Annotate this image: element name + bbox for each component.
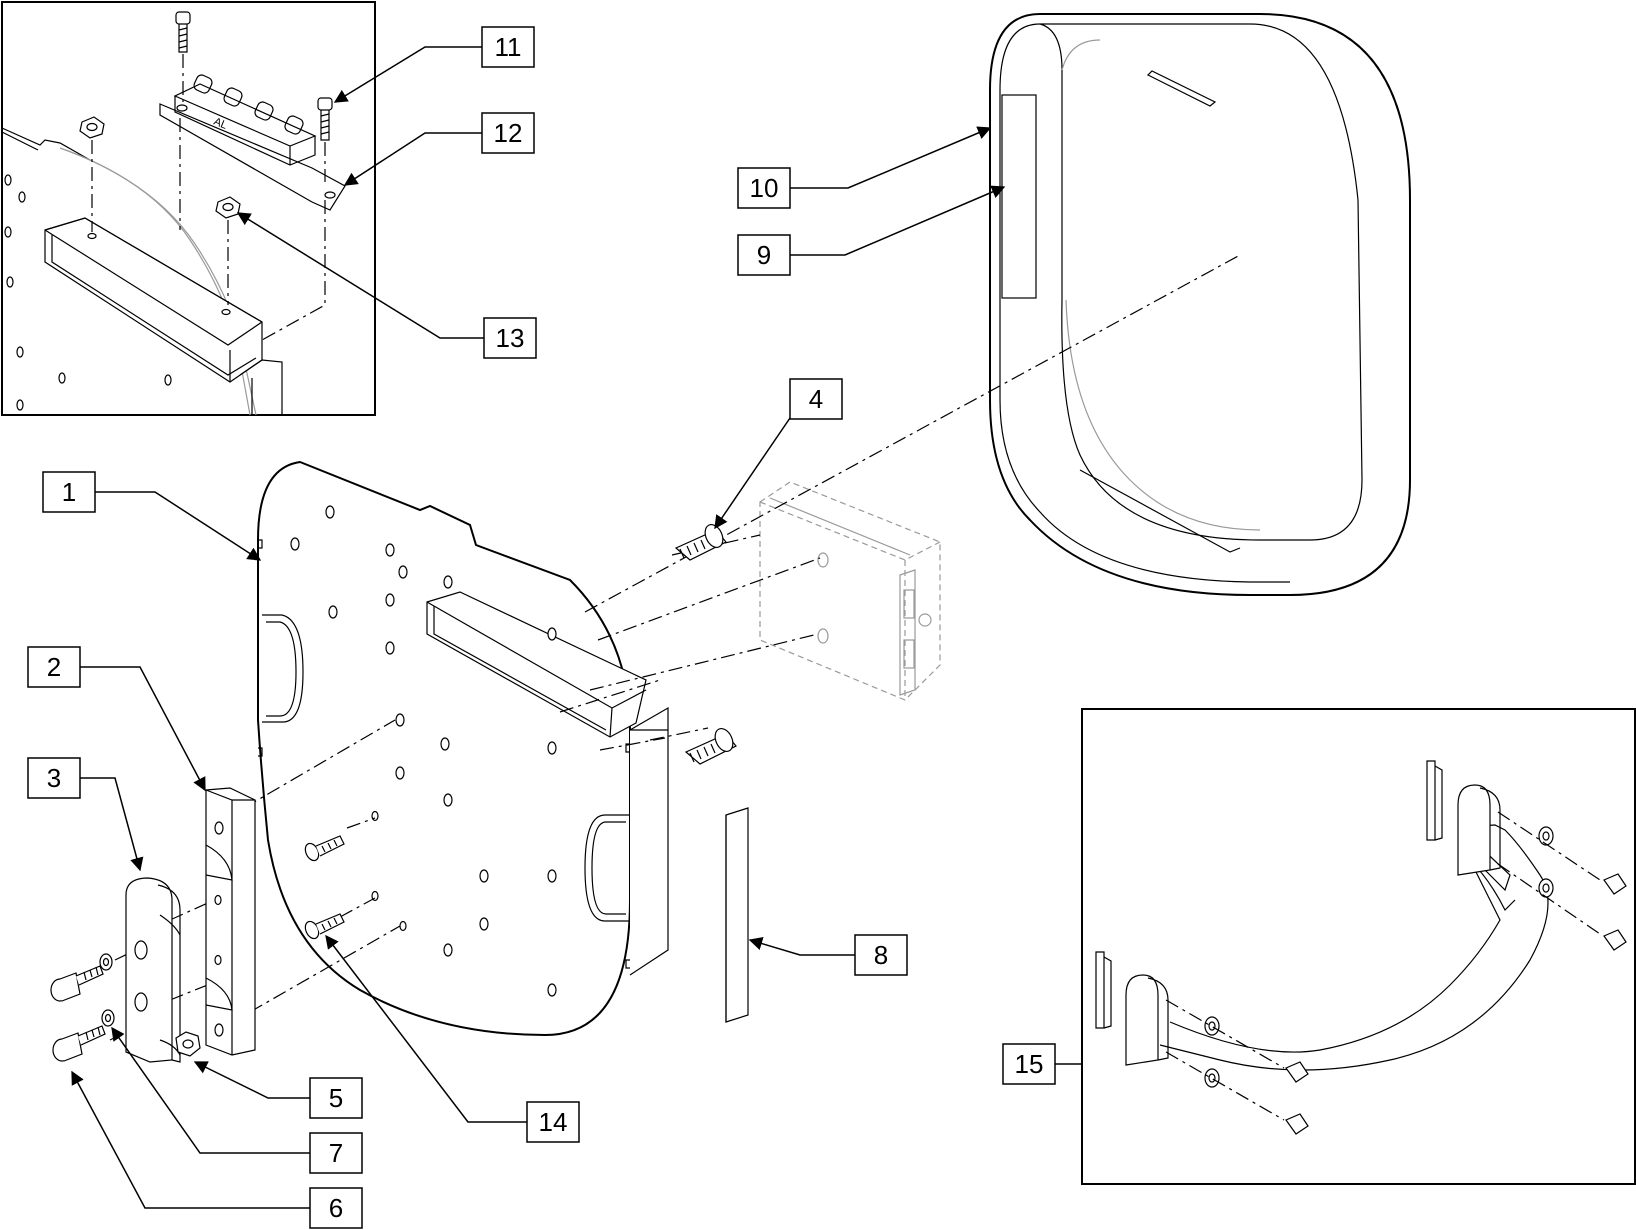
callout-14: 14 [526,1101,580,1143]
callout-1-label: 1 [62,477,76,507]
flat-head-screw-upper [674,524,727,561]
callout-3-label: 3 [47,763,61,793]
inset-nut-left [79,116,105,139]
pan-head-screw-upper [304,835,345,862]
detail-inset-bottom-right [1081,708,1636,1185]
inset-connector: AL [159,74,346,211]
callout-12: 12 [481,112,535,154]
back-plate [257,460,669,1037]
hex-nut [175,1031,201,1057]
callout-1: 1 [42,471,96,513]
pan-head-screw-lower [304,913,345,940]
callout-2-label: 2 [47,652,61,682]
callout-13: 13 [483,317,537,359]
callout-15: 15 [1002,1043,1056,1085]
callout-2: 2 [27,646,81,688]
callout-14-label: 14 [539,1107,568,1137]
inset-plate-holes [4,174,172,411]
callout-8: 8 [854,934,908,976]
callout-7: 7 [309,1132,363,1174]
callout-4: 4 [789,378,843,420]
connector-lettering: AL [212,116,229,132]
inset-screw-top [175,11,191,53]
callout-11: 11 [481,26,535,68]
callout-5-label: 5 [329,1083,343,1113]
washers [99,953,115,1027]
callout-9-label: 9 [757,240,771,270]
callout-4-label: 4 [809,384,823,414]
cap-screws [50,965,106,1062]
callout-3: 3 [27,757,81,799]
clamp-block-rear [205,787,256,1056]
back-pad-cushion [989,13,1411,596]
inset-bracket [44,217,263,383]
hook-loop-strip [725,807,749,1023]
inset-screw-right [317,97,333,141]
callout-10-label: 10 [750,173,779,203]
callout-6-label: 6 [329,1193,343,1223]
inset-nut-right [215,196,241,219]
callout-5: 5 [309,1077,363,1119]
callout-7-label: 7 [329,1138,343,1168]
callout-12-label: 12 [494,118,523,148]
clamp-block-front [125,877,181,1063]
flat-head-screw-lower [684,728,737,765]
callout-8-label: 8 [874,940,888,970]
callout-leaders [71,46,1082,1209]
callout-6: 6 [309,1187,363,1229]
callout-10: 10 [737,167,791,209]
callout-11-label: 11 [495,32,522,62]
callout-9: 9 [737,234,791,276]
detail-inset-top-left: AL [1,1,376,416]
callout-15-label: 15 [1015,1049,1044,1079]
callout-13-label: 13 [496,323,525,353]
hook-loop-strip-front [1001,94,1037,299]
electronics-module-reference [759,481,941,701]
